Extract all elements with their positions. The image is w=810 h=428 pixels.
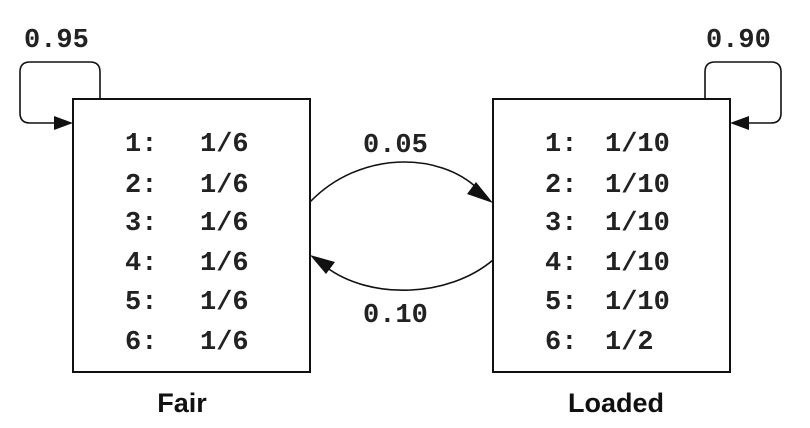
fair-state-label: Fair: [157, 388, 207, 418]
loaded-self-loop-arrowhead: [730, 116, 749, 130]
fair-face-label: 5:: [125, 288, 157, 318]
fair-face-label: 1:: [125, 130, 157, 160]
fair-to-loaded-arrowhead: [467, 182, 493, 203]
loaded-face-label: 6:: [545, 328, 577, 358]
loaded-face-label: 2:: [545, 171, 577, 201]
loaded-face-prob: 1/10: [605, 171, 670, 201]
fair-to-loaded-arrow: [309, 161, 479, 203]
loaded-face-prob: 1/10: [605, 130, 670, 160]
loaded-state-label: Loaded: [568, 388, 664, 418]
loaded-face-prob: 1/2: [605, 328, 654, 358]
loaded-to-fair-arrowhead: [310, 255, 335, 274]
loaded-face-label: 3:: [545, 209, 577, 239]
loaded-state-box: [492, 98, 731, 373]
loaded-self-loop-arrow: [704, 61, 782, 124]
fair-face-label: 2:: [125, 171, 157, 201]
fair-self-loop-arrow: [19, 61, 101, 124]
loaded-face-prob: 1/10: [605, 209, 670, 239]
fair-face-prob: 1/6: [200, 130, 249, 160]
loaded-face-prob: 1/10: [605, 288, 670, 318]
fair-face-label: 6:: [125, 328, 157, 358]
fair-self-loop-arrowhead: [54, 116, 73, 130]
fair-face-label: 3:: [125, 209, 157, 239]
fair-self-loop-label: 0.95: [24, 26, 89, 56]
loaded-face-label: 1:: [545, 130, 577, 160]
fair-face-prob: 1/6: [200, 209, 249, 239]
fair-face-prob: 1/6: [200, 288, 249, 318]
fair-face-prob: 1/6: [200, 249, 249, 279]
loaded-to-fair-arrow: [325, 259, 494, 291]
fair-face-prob: 1/6: [200, 328, 249, 358]
fair-state-box: [72, 98, 311, 373]
fair-emissions: 1: 1/6 2: 1/6 3: 1/6 4: 1/6 5: 1/6 6: 1/…: [125, 130, 249, 358]
loaded-face-label: 5:: [545, 288, 577, 318]
fair-face-prob: 1/6: [200, 171, 249, 201]
loaded-emissions: 1: 1/10 2: 1/10 3: 1/10 4: 1/10 5: 1/10 …: [545, 130, 670, 358]
loaded-face-prob: 1/10: [605, 249, 670, 279]
loaded-face-label: 4:: [545, 249, 577, 279]
loaded-to-fair-label: 0.10: [363, 301, 428, 331]
fair-face-label: 4:: [125, 249, 157, 279]
fair-to-loaded-label: 0.05: [363, 131, 428, 161]
loaded-self-loop-label: 0.90: [706, 26, 771, 56]
